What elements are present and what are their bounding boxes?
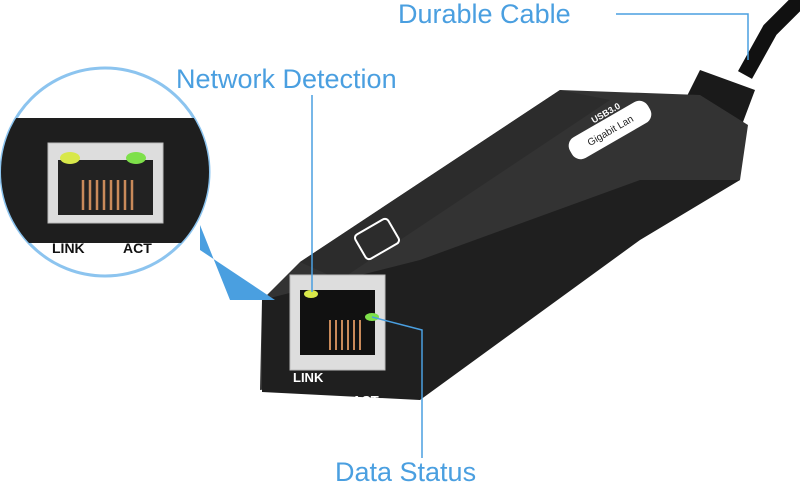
act-label: ACT xyxy=(352,393,379,408)
callout-data-status: Data Status xyxy=(335,457,477,487)
inset-link-led xyxy=(60,152,80,164)
inset-pointer xyxy=(200,225,275,300)
inset-act-label: ACT xyxy=(123,240,152,256)
link-led xyxy=(304,290,318,298)
inset-link-label: LINK xyxy=(52,240,85,256)
inset-act-led xyxy=(126,152,146,164)
cable-callout-line xyxy=(616,13,749,60)
link-label: LINK xyxy=(293,370,324,385)
data-callout-line xyxy=(371,316,423,458)
brand-logo xyxy=(354,217,400,261)
port-pins xyxy=(329,320,361,350)
cable xyxy=(738,0,800,79)
callout-network-detection: Network Detection xyxy=(176,64,397,94)
callout-durable-cable: Durable Cable xyxy=(398,0,571,29)
